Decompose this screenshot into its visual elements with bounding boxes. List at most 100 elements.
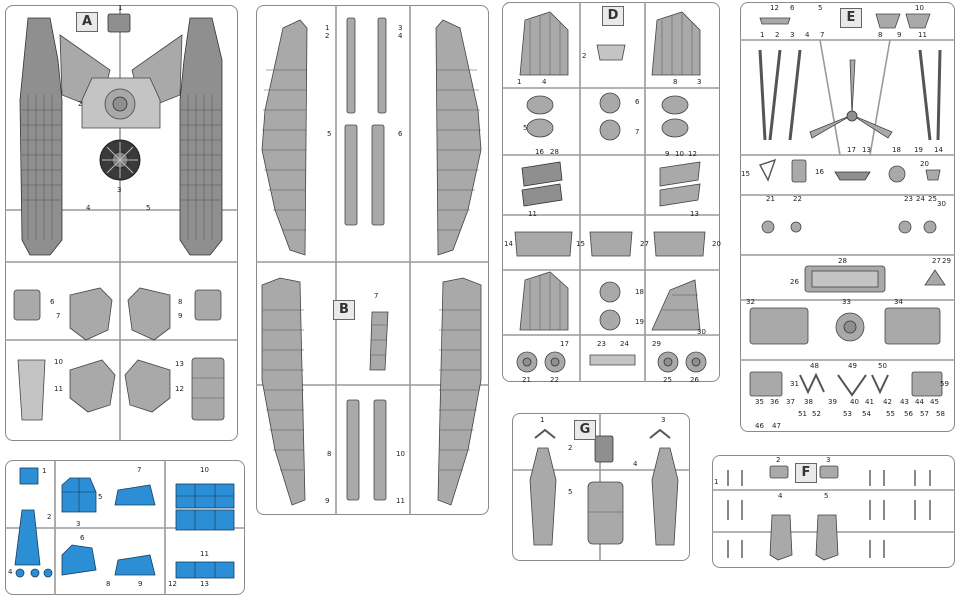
part-number: 3 [826,456,831,464]
part-number: 57 [920,410,929,418]
part-number: 4 [542,78,547,86]
part-number: 9 [665,150,670,158]
part-number: 54 [862,410,871,418]
sprue-f-parts [712,465,955,561]
part-number: 13 [690,210,699,218]
part-number: 43 [900,398,909,406]
part-number: 8 [673,78,678,86]
sprue-letter-e: E [840,8,862,28]
part-number: 7 [137,466,142,474]
part-number: 46 [755,422,764,430]
part-number: 25 [663,376,672,384]
part-number: 28 [550,148,559,156]
part-number: 34 [894,298,903,306]
part-number: 26 [690,376,699,384]
part-number: 52 [812,410,821,418]
part-number: 1 [540,416,545,424]
part-number: 13 [200,580,209,588]
part-number: 17 [560,340,569,348]
part-number: 31 [790,380,799,388]
part-number: 30 [937,200,946,208]
sprue-letter-a: A [76,12,98,32]
part-number: 10 [675,150,684,158]
part-number: 5 [523,124,528,132]
part-number: 10 [396,450,405,458]
part-number: 5 [146,204,151,212]
part-number: 3 [76,520,81,528]
part-number: 55 [886,410,895,418]
part-number: 4 [805,31,810,39]
part-number: 22 [550,376,559,384]
part-number: 17 [847,146,856,154]
part-number: 14 [504,240,513,248]
part-number: 10 [915,4,924,12]
part-number: 3 [661,416,666,424]
part-number: 29 [942,257,951,265]
part-number: 20 [920,160,929,168]
part-number: 27 [932,257,941,265]
part-number: 22 [793,195,802,203]
part-number: 2 [582,52,587,60]
part-number: 1 [517,78,522,86]
part-number: 2 [78,100,83,108]
sprue-g-parts [512,413,690,561]
part-number: 10 [200,466,209,474]
part-number: 1 [118,4,123,12]
part-number: 7 [635,128,640,136]
part-number: 5 [824,492,829,500]
part-number: 2 [776,456,781,464]
part-number: 8 [327,450,332,458]
part-number: 4 [633,460,638,468]
part-number: 26 [790,278,799,286]
part-number: 27 [640,240,649,248]
part-number: 7 [56,312,61,320]
part-number: 56 [904,410,913,418]
part-number: 32 [746,298,755,306]
part-number: 12 [770,4,779,12]
part-number: 2 [325,32,330,40]
part-number: 8 [106,580,111,588]
sprue-d-parts [502,2,720,382]
part-number: 4 [778,492,783,500]
part-number: 20 [712,240,721,248]
sprue-letter-g: G [574,420,596,440]
part-number: 4 [8,568,13,576]
part-number: 21 [766,195,775,203]
part-number: 35 [755,398,764,406]
part-number: 58 [936,410,945,418]
part-number: 2 [568,444,573,452]
part-number: 2 [47,513,52,521]
part-number: 29 [652,340,661,348]
part-number: 8 [878,31,883,39]
sprue-b-parts [256,5,489,515]
sprue-letter-d: D [602,6,624,26]
sprue-e-parts [740,13,955,397]
sprue-letter-f: F [795,463,817,483]
part-number: 9 [325,497,330,505]
part-number: 5 [98,493,103,501]
part-number: 42 [883,398,892,406]
part-number: 19 [914,146,923,154]
part-number: 48 [810,362,819,370]
part-number: 12 [688,150,697,158]
part-number: 10 [54,358,63,366]
part-number: 7 [374,292,379,300]
part-number: 5 [327,130,332,138]
part-number: 59 [940,380,949,388]
part-number: 5 [568,488,573,496]
part-number: 33 [842,298,851,306]
part-number: 15 [741,170,750,178]
part-number: 45 [930,398,939,406]
part-number: 13 [862,146,871,154]
part-number: 6 [398,130,403,138]
part-number: 4 [398,32,403,40]
part-number: 1 [325,24,330,32]
part-number: 6 [635,98,640,106]
part-number: 11 [54,385,63,393]
part-number: 25 [928,195,937,203]
part-number: 23 [597,340,606,348]
part-number: 24 [620,340,629,348]
part-number: 41 [865,398,874,406]
part-number: 38 [804,398,813,406]
